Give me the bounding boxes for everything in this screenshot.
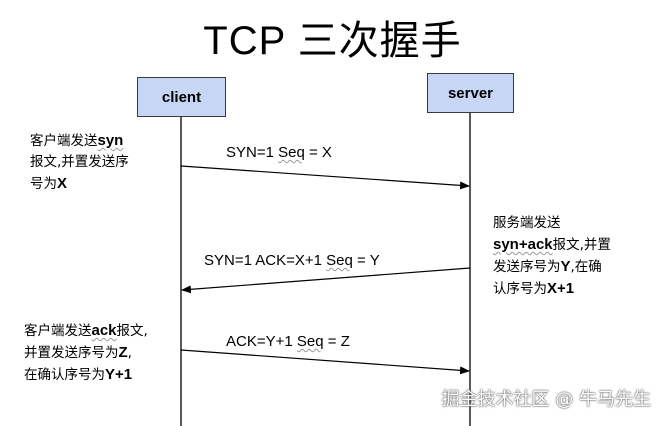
server-step2-note: 服务端发送 syn+ack报文,并置 发送序号为Y,在确 认序号为X+1: [493, 215, 611, 297]
watermark: 掘金技术社区 @ 牛马先生: [441, 389, 651, 410]
msg-syn-label: SYN=1 Seq = X: [226, 144, 332, 161]
server-label: server: [447, 84, 494, 102]
client-label: client: [161, 88, 202, 106]
client-step1-note: 客户端发送syn 报文,并置发送序 号为X: [30, 132, 129, 192]
server-box: server: [427, 73, 514, 113]
arrow-syn: [180, 165, 470, 190]
client-step3-note: 客户端发送ack报文, 并置发送序号为Z, 在确认序号为Y+1: [24, 322, 148, 383]
page-title: TCP 三次握手: [203, 19, 462, 63]
msg-syn-ack-label: SYN=1 ACK=X+1 Seq = Y: [204, 252, 380, 269]
msg-ack-label: ACK=Y+1 Seq = Z: [226, 333, 350, 350]
arrow-ack: [180, 349, 470, 375]
client-box: client: [137, 77, 226, 117]
arrow-syn-ack: [181, 267, 471, 294]
